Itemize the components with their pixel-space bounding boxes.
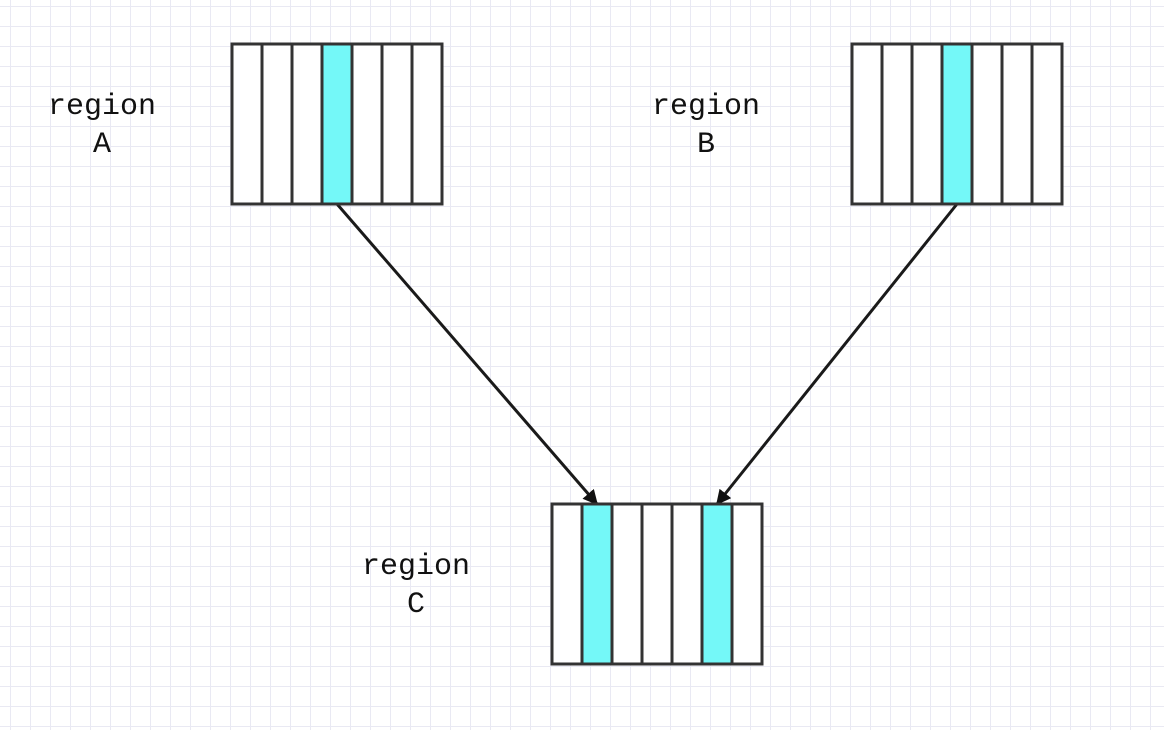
region-a-cell-4 (350, 42, 384, 206)
arrow-layer (335, 203, 959, 506)
region-a-cell-5 (380, 42, 414, 206)
region-c-cell-4 (670, 502, 704, 666)
region-a-label-line1: region (47, 90, 157, 124)
region-c-array (550, 502, 764, 666)
region-b-cell-2 (910, 42, 944, 206)
region-c-cell-5-highlighted (700, 502, 734, 666)
region-c-cell-6 (730, 502, 764, 666)
arrow-region-b-to-region-c (715, 203, 959, 506)
region-c-cell-0 (550, 502, 584, 666)
region-c-label: region C (326, 548, 506, 624)
region-a-cell-0 (230, 42, 264, 206)
region-a-cell-6 (410, 42, 444, 206)
arrow-region-a-to-region-c (335, 203, 599, 506)
region-c-cell-1-highlighted (580, 502, 614, 666)
region-c-cell-3 (640, 502, 674, 666)
region-a-label-line2: A (92, 128, 111, 162)
region-b-cell-0 (850, 42, 884, 206)
region-b-cell-3-highlighted (940, 42, 974, 206)
region-b-label-line2: B (696, 128, 715, 162)
region-a-cell-2 (290, 42, 324, 206)
region-b-array (850, 42, 1064, 206)
region-b-cell-6 (1030, 42, 1064, 206)
region-a-label: region A (12, 88, 192, 164)
region-c-label-line2: C (406, 588, 425, 622)
region-b-cell-1 (880, 42, 914, 206)
region-a-cell-3-highlighted (320, 42, 354, 206)
region-c-label-line1: region (361, 550, 471, 584)
region-a-cell-1 (260, 42, 294, 206)
region-c-cell-2 (610, 502, 644, 666)
region-b-cell-5 (1000, 42, 1034, 206)
region-b-cell-4 (970, 42, 1004, 206)
region-a-array (230, 42, 444, 206)
region-b-label-line1: region (651, 90, 761, 124)
region-b-label: region B (616, 88, 796, 164)
